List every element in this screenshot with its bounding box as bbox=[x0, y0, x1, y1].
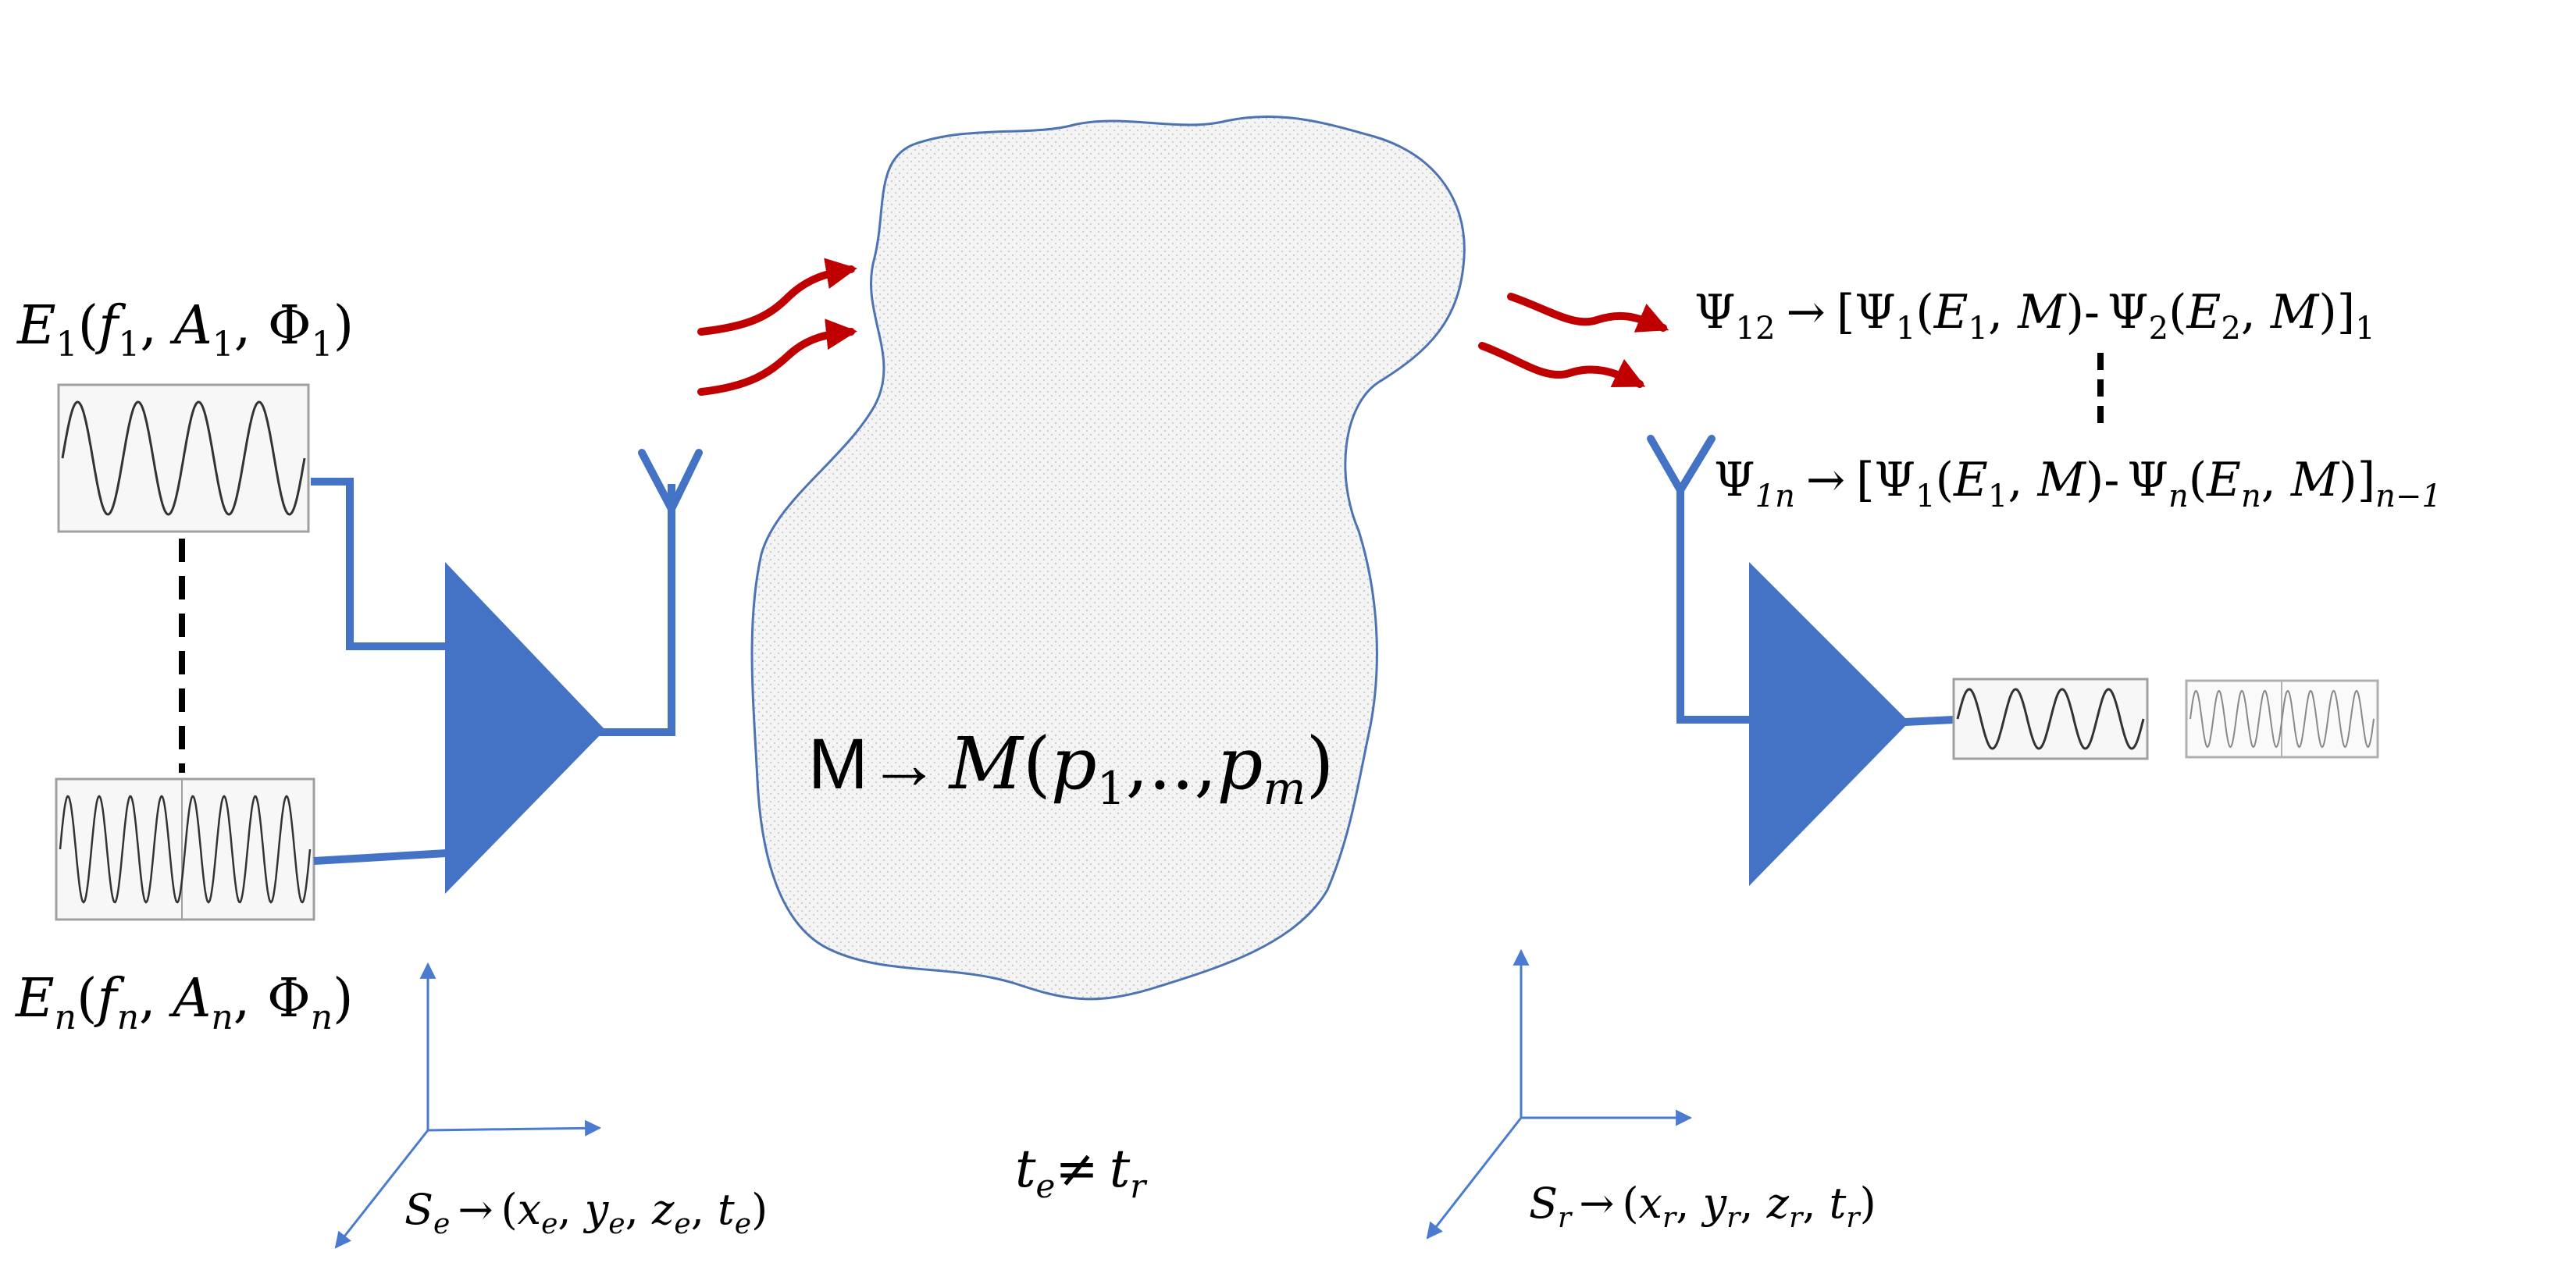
emitter-coordinate-axes bbox=[334, 962, 602, 1249]
emitter-frame-label: Se→(xe, ye, ze, te) bbox=[404, 1185, 768, 1240]
emitter-n-label: En(fn, An, Φn) bbox=[14, 968, 354, 1037]
propagation-medium bbox=[750, 115, 1466, 1001]
receiver-frame-label: Sr→(xr, yr, zr, tr) bbox=[1529, 1179, 1876, 1234]
time-label: te≠tr bbox=[1015, 1139, 1148, 1205]
medium-label: M→M(p1,..,pm) bbox=[808, 722, 1334, 815]
emitter-1-label: E1(f1, A1, Φ1) bbox=[16, 295, 354, 365]
receiver-coordinate-axes bbox=[1426, 948, 1693, 1240]
receiver-amplifier bbox=[1749, 562, 1909, 886]
emitter-signal-n bbox=[55, 777, 315, 921]
receiver-wiring bbox=[1676, 490, 1769, 724]
psi-12-label: Ψ12→[Ψ1(E1, M)-Ψ2(E2, M)]1 bbox=[1694, 285, 2375, 347]
received-signal-1 bbox=[1952, 678, 2149, 760]
outgoing-wave-arrows bbox=[1478, 293, 1669, 388]
emitter-signal-1 bbox=[57, 383, 310, 533]
emitter-amplifier bbox=[445, 562, 605, 894]
receiver-antenna bbox=[1647, 435, 1716, 494]
receiver-output-wire bbox=[1904, 716, 1954, 726]
psi-1n-label: Ψ1n→[Ψ1(E1, M)-Ψn(En, M)]n−1 bbox=[1714, 453, 2442, 514]
received-signal-n bbox=[2185, 679, 2379, 759]
emitter-antenna bbox=[638, 449, 703, 513]
incoming-wave-arrows bbox=[697, 258, 857, 396]
emitter-wiring bbox=[311, 478, 675, 865]
